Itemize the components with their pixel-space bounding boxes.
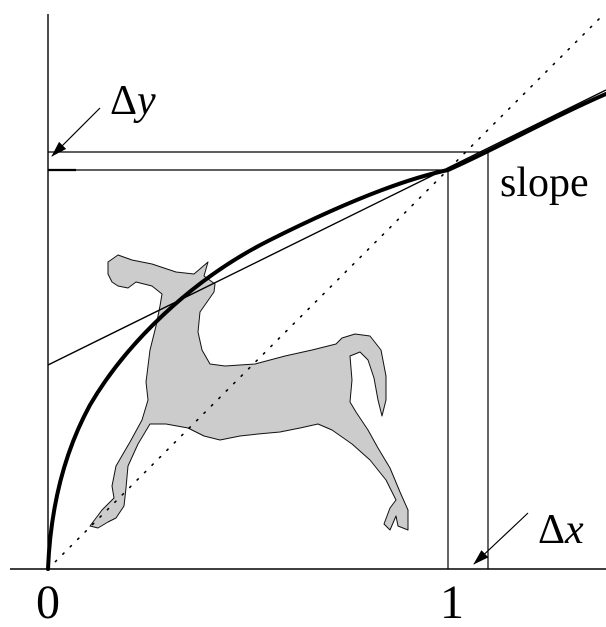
delta-y-symbol: Δ [110,78,137,124]
delta-y-variable: y [133,78,156,124]
slope-label: slope [500,160,589,206]
delta-y-arrow [51,107,101,157]
tick-label-zero: 0 [36,576,60,627]
delta-y-label: Δy [110,78,156,124]
delta-x-label: Δx [538,507,584,553]
tangent-line [47,89,606,366]
delta-x-variable: x [564,507,584,553]
delta-x-arrow [473,512,529,565]
delta-x-symbol: Δ [538,507,565,553]
horse-icon [89,254,409,531]
curve [46,92,606,571]
tick-label-one: 1 [440,576,464,627]
